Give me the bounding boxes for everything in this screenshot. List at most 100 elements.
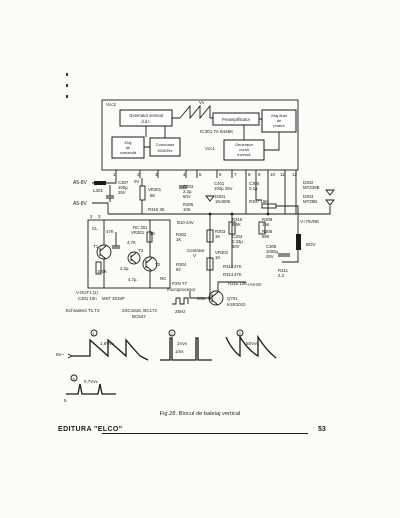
c307-voltage: 25V <box>118 190 126 195</box>
waveform-4-marker: 4 <box>73 376 76 381</box>
c304-value: 0,33µ <box>232 239 243 244</box>
t3-label: T3 <box>138 248 144 253</box>
oscillator-frame <box>87 219 171 289</box>
vr301-0v: 0V <box>134 179 139 184</box>
waveform-1-marker: 1 <box>93 331 96 336</box>
r311-label: R311 <box>278 268 289 273</box>
r47k-label: 47K <box>106 229 114 234</box>
pin-7: 7 <box>234 172 237 177</box>
rail-a48: +A4-5V <box>247 282 262 287</box>
c307-label: C307 <box>118 180 129 185</box>
waveform-2: 2 1Vvv 1ms <box>160 329 212 361</box>
waveform-footnote: 5 <box>64 398 67 403</box>
r302-resistor <box>206 229 214 243</box>
vr301-value: 5K <box>150 193 155 198</box>
pin-11: 11 <box>280 172 285 177</box>
c309-symbol <box>278 253 290 257</box>
waveform-2-amp: 1Vvv <box>177 341 188 346</box>
a5-mid-wire <box>92 202 300 215</box>
ramp-gen-line2: d.d.t. <box>141 119 150 124</box>
waveform-3: 3 50Vvv <box>225 329 277 359</box>
r307-resistor <box>261 203 277 209</box>
flyback-line1: Generator <box>235 142 254 147</box>
waveform-4: 4 0,7Vvv 5 <box>64 374 116 403</box>
c309-voltage: 25V <box>266 254 274 259</box>
c401-label: C401 <box>214 181 225 186</box>
rail-b10: B10-24V <box>177 220 194 225</box>
waveform-2-marker: 2 <box>171 331 174 336</box>
c307-value: 100µ <box>118 185 128 190</box>
c303-symbol <box>179 185 187 189</box>
equiv-types-2: BC547 <box>132 314 146 319</box>
d303-type: MTZ8B <box>303 199 317 204</box>
pin-12: 12 <box>292 172 298 177</box>
c307-symbol <box>106 185 114 202</box>
preamp-label: Preamplificator <box>222 117 251 122</box>
ic-vcc2-label: Vcc2 <box>106 102 117 107</box>
osc-marker-3: 3 <box>98 214 101 219</box>
ic-vv-label: Vv <box>199 100 205 105</box>
pin-8: 8 <box>248 172 251 177</box>
mid-wiring <box>209 178 286 300</box>
margin-mark <box>66 84 68 87</box>
rail-a5-top: A5-8V <box>73 180 88 186</box>
pin-9: 9 <box>258 172 261 177</box>
r304-value: 82 <box>176 267 181 272</box>
internal-wiring <box>144 117 280 151</box>
r302-value: 1K <box>176 237 181 242</box>
c303-value: 2,2µ <box>183 189 192 194</box>
transistor-t1: T1 <box>93 244 112 260</box>
pin-5: 5 <box>199 172 202 177</box>
sync-stage-block <box>111 136 145 159</box>
r306-value: 680 <box>262 234 270 239</box>
flyback-line3: inversă <box>238 152 252 157</box>
d302-label: D302 <box>303 180 314 185</box>
c305-value: 0,1µ <box>249 186 258 191</box>
cl-label: CL <box>92 226 98 231</box>
supply-wire <box>92 178 117 184</box>
switch-block <box>149 137 181 157</box>
vr301-label: VR301 <box>148 187 162 192</box>
c22-label: 2,2µ <box>120 266 129 271</box>
micro-label: P2N 77 <box>172 281 188 286</box>
r302-label: R302 <box>176 232 187 237</box>
c301-label: C301 10n <box>78 296 97 301</box>
vr301-label-2: VR301 <box>131 230 145 235</box>
r47k-b-label: 4,7K <box>127 240 136 245</box>
ic-pins: 1 2 3 4 5 6 7 8 9 10 11 12 <box>113 170 298 178</box>
r313-label: R313 <box>223 272 234 277</box>
c303-voltage: 50V <box>183 194 191 199</box>
junction <box>208 212 212 216</box>
switch-line1: Comutator <box>156 142 175 147</box>
yoke-label: BOV <box>306 242 316 247</box>
rc301-label: RC 301 <box>133 225 148 230</box>
r1k-resistor <box>146 231 153 243</box>
margin-mark <box>66 73 68 76</box>
d301-diode <box>205 195 215 202</box>
d303-diode <box>325 199 335 206</box>
pin-2: 2 <box>137 172 140 177</box>
equiv-label: Echivalent T1,T2 <box>66 308 100 313</box>
l301-label: L301 <box>93 188 104 193</box>
waveform-3-marker: 3 <box>239 331 242 336</box>
r310-label: R310 <box>232 217 243 222</box>
t1-label: T1 <box>93 244 99 249</box>
transistor-model: MST 3015P <box>102 296 125 301</box>
r304-resistor <box>206 257 214 271</box>
margin-mark <box>66 95 68 98</box>
r311-value: 2,2 <box>278 273 285 278</box>
r313-value: 47K <box>234 272 242 277</box>
d301-label: D301 <box>215 194 226 199</box>
waveform-3-amp: 50Vvv <box>246 341 259 346</box>
r315-label: R315 10K <box>228 281 247 286</box>
d303-label: D303 <box>303 194 314 199</box>
sync-stage-line1: Etaj <box>125 140 132 145</box>
junction <box>266 212 270 216</box>
q701-type: KSR1010 <box>227 302 246 307</box>
rail-a5-mid: A5-8V <box>73 201 88 207</box>
pin-6: 6 <box>219 172 222 177</box>
footer-publisher: EDITURA "ELCO" <box>58 426 123 433</box>
ic-vcc1-label: Vcc1 <box>205 146 216 151</box>
